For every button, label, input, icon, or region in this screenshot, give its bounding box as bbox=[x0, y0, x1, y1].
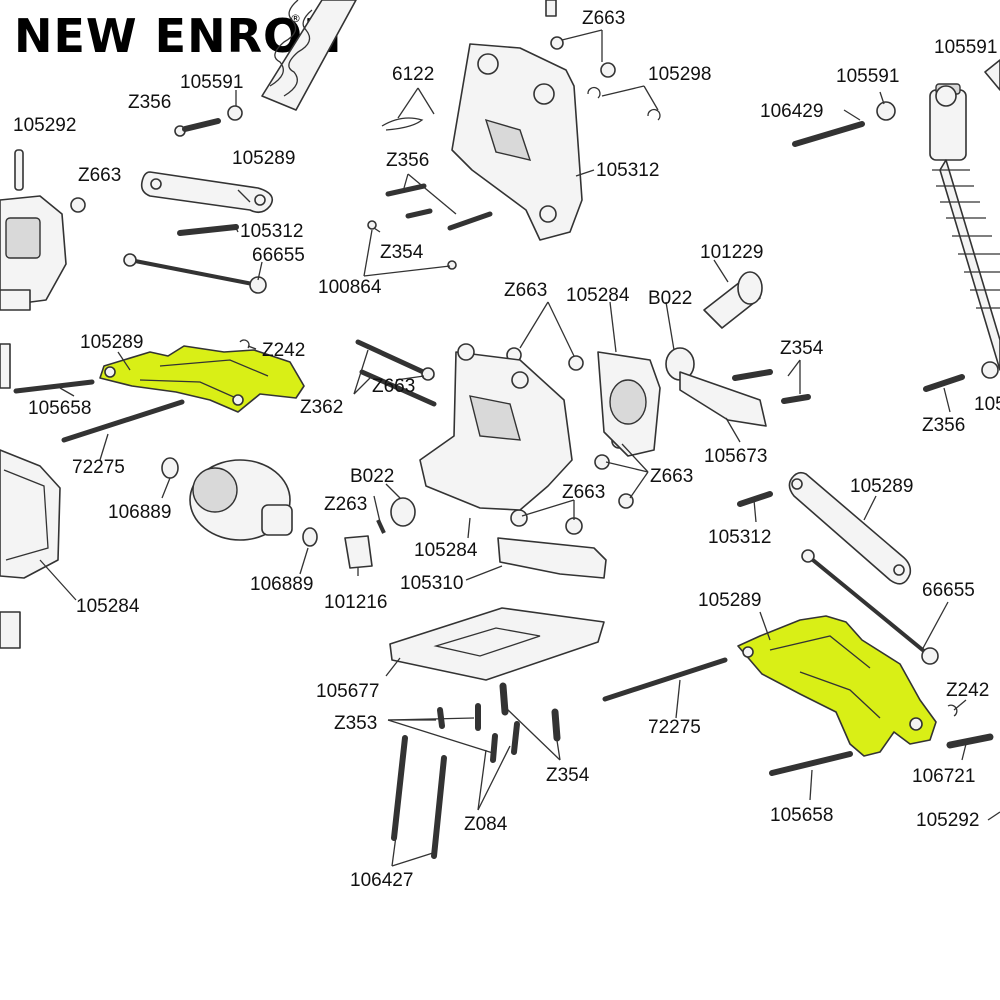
gearbox-housing-center bbox=[419, 343, 573, 511]
shock-absorber-left bbox=[261, 0, 357, 111]
upper-link-105289-right bbox=[788, 471, 912, 585]
callout-100864: 100864 bbox=[318, 277, 382, 298]
callout-z356-top-left: Z356 bbox=[128, 92, 171, 113]
callout-105284-mid: 105284 bbox=[566, 285, 630, 306]
callout-6122: 6122 bbox=[392, 64, 434, 85]
callout-105312-top: 105312 bbox=[596, 160, 659, 181]
callout-66655-right: 66655 bbox=[922, 580, 975, 601]
callout-106427: 106427 bbox=[350, 870, 413, 891]
callout-z354-bottom: Z354 bbox=[546, 765, 590, 786]
callout-101229: 101229 bbox=[700, 242, 763, 263]
callout-105591-top-left: 105591 bbox=[180, 72, 243, 93]
callout-z663-left-mid: Z663 bbox=[372, 376, 415, 397]
callout-105289-right-link: 105289 bbox=[850, 476, 913, 497]
shock-absorber-right bbox=[929, 59, 1000, 371]
callout-105292-top-left: 105292 bbox=[13, 115, 76, 136]
callout-105292-right: 105292 bbox=[916, 810, 979, 831]
callout-105289-top: 105289 bbox=[232, 148, 295, 169]
lower-arm-right-highlighted bbox=[737, 615, 937, 757]
callout-z663-right: Z663 bbox=[650, 466, 693, 487]
callout-105298: 105298 bbox=[648, 64, 711, 85]
callout-b022-mid: B022 bbox=[350, 466, 394, 487]
callout-105312-left: 105312 bbox=[240, 221, 303, 242]
upper-link-105289-top bbox=[140, 171, 274, 214]
callout-106429: 106429 bbox=[760, 101, 823, 122]
callout-z356-right: Z356 bbox=[922, 415, 965, 436]
callout-105677: 105677 bbox=[316, 681, 379, 702]
lower-arm-left-shape bbox=[99, 345, 305, 413]
callout-z663-left: Z663 bbox=[78, 165, 121, 186]
callout-105312-right: 105312 bbox=[708, 527, 771, 548]
callout-z356-mid: Z356 bbox=[386, 150, 429, 171]
callout-105658-left: 105658 bbox=[28, 398, 91, 419]
callout-105-truncated: 105 bbox=[974, 394, 1000, 415]
callout-106721: 106721 bbox=[912, 766, 975, 787]
chassis-plate-105677 bbox=[389, 607, 605, 681]
gearbox-housing-105284 bbox=[597, 351, 661, 457]
callout-105591-right: 105591 bbox=[836, 66, 899, 87]
callout-z354-mid: Z354 bbox=[380, 242, 424, 263]
callout-z663-top: Z663 bbox=[582, 8, 625, 29]
callout-z084: Z084 bbox=[464, 814, 508, 835]
callout-106889-lower: 106889 bbox=[250, 574, 313, 595]
callout-105591-corner: 105591 bbox=[934, 37, 997, 58]
callout-105289-right-arm: 105289 bbox=[698, 590, 761, 611]
gearbox-case-left bbox=[0, 449, 61, 649]
callout-labels: 105591 Z356 105292 Z663 105289 105312 66… bbox=[13, 8, 1000, 891]
callout-z663-mid: Z663 bbox=[504, 280, 547, 301]
callout-105310: 105310 bbox=[400, 573, 463, 594]
callout-z263: Z263 bbox=[324, 494, 367, 515]
callout-z242-left: Z242 bbox=[262, 340, 305, 361]
leader-lines bbox=[39, 29, 1000, 867]
registered-mark: ® bbox=[290, 12, 301, 25]
callout-105284-left: 105284 bbox=[76, 596, 140, 617]
callout-105658-right: 105658 bbox=[770, 805, 833, 826]
callout-z362: Z362 bbox=[300, 397, 343, 418]
callout-z663-lower: Z663 bbox=[562, 482, 605, 503]
callout-105673: 105673 bbox=[704, 446, 767, 467]
callout-105284-center: 105284 bbox=[414, 540, 478, 561]
callout-101216: 101216 bbox=[324, 592, 387, 613]
callout-72275-left: 72275 bbox=[72, 457, 125, 478]
brand-logo: NEW ENRON bbox=[14, 9, 343, 63]
callout-z353: Z353 bbox=[334, 713, 377, 734]
hardware bbox=[13, 0, 999, 859]
callout-b022-right: B022 bbox=[648, 288, 692, 309]
callout-z354-right: Z354 bbox=[780, 338, 824, 359]
callout-72275-right: 72275 bbox=[648, 717, 701, 738]
rear-shock-tower bbox=[451, 43, 583, 241]
callout-66655-left: 66655 bbox=[252, 245, 305, 266]
callout-105289-left: 105289 bbox=[80, 332, 143, 353]
callout-z242-right: Z242 bbox=[946, 680, 989, 701]
servo-mount-105310 bbox=[497, 537, 607, 579]
upright-left-top bbox=[0, 195, 67, 389]
callout-106889-left: 106889 bbox=[108, 502, 171, 523]
lower-arm-left-highlighted bbox=[99, 345, 305, 413]
